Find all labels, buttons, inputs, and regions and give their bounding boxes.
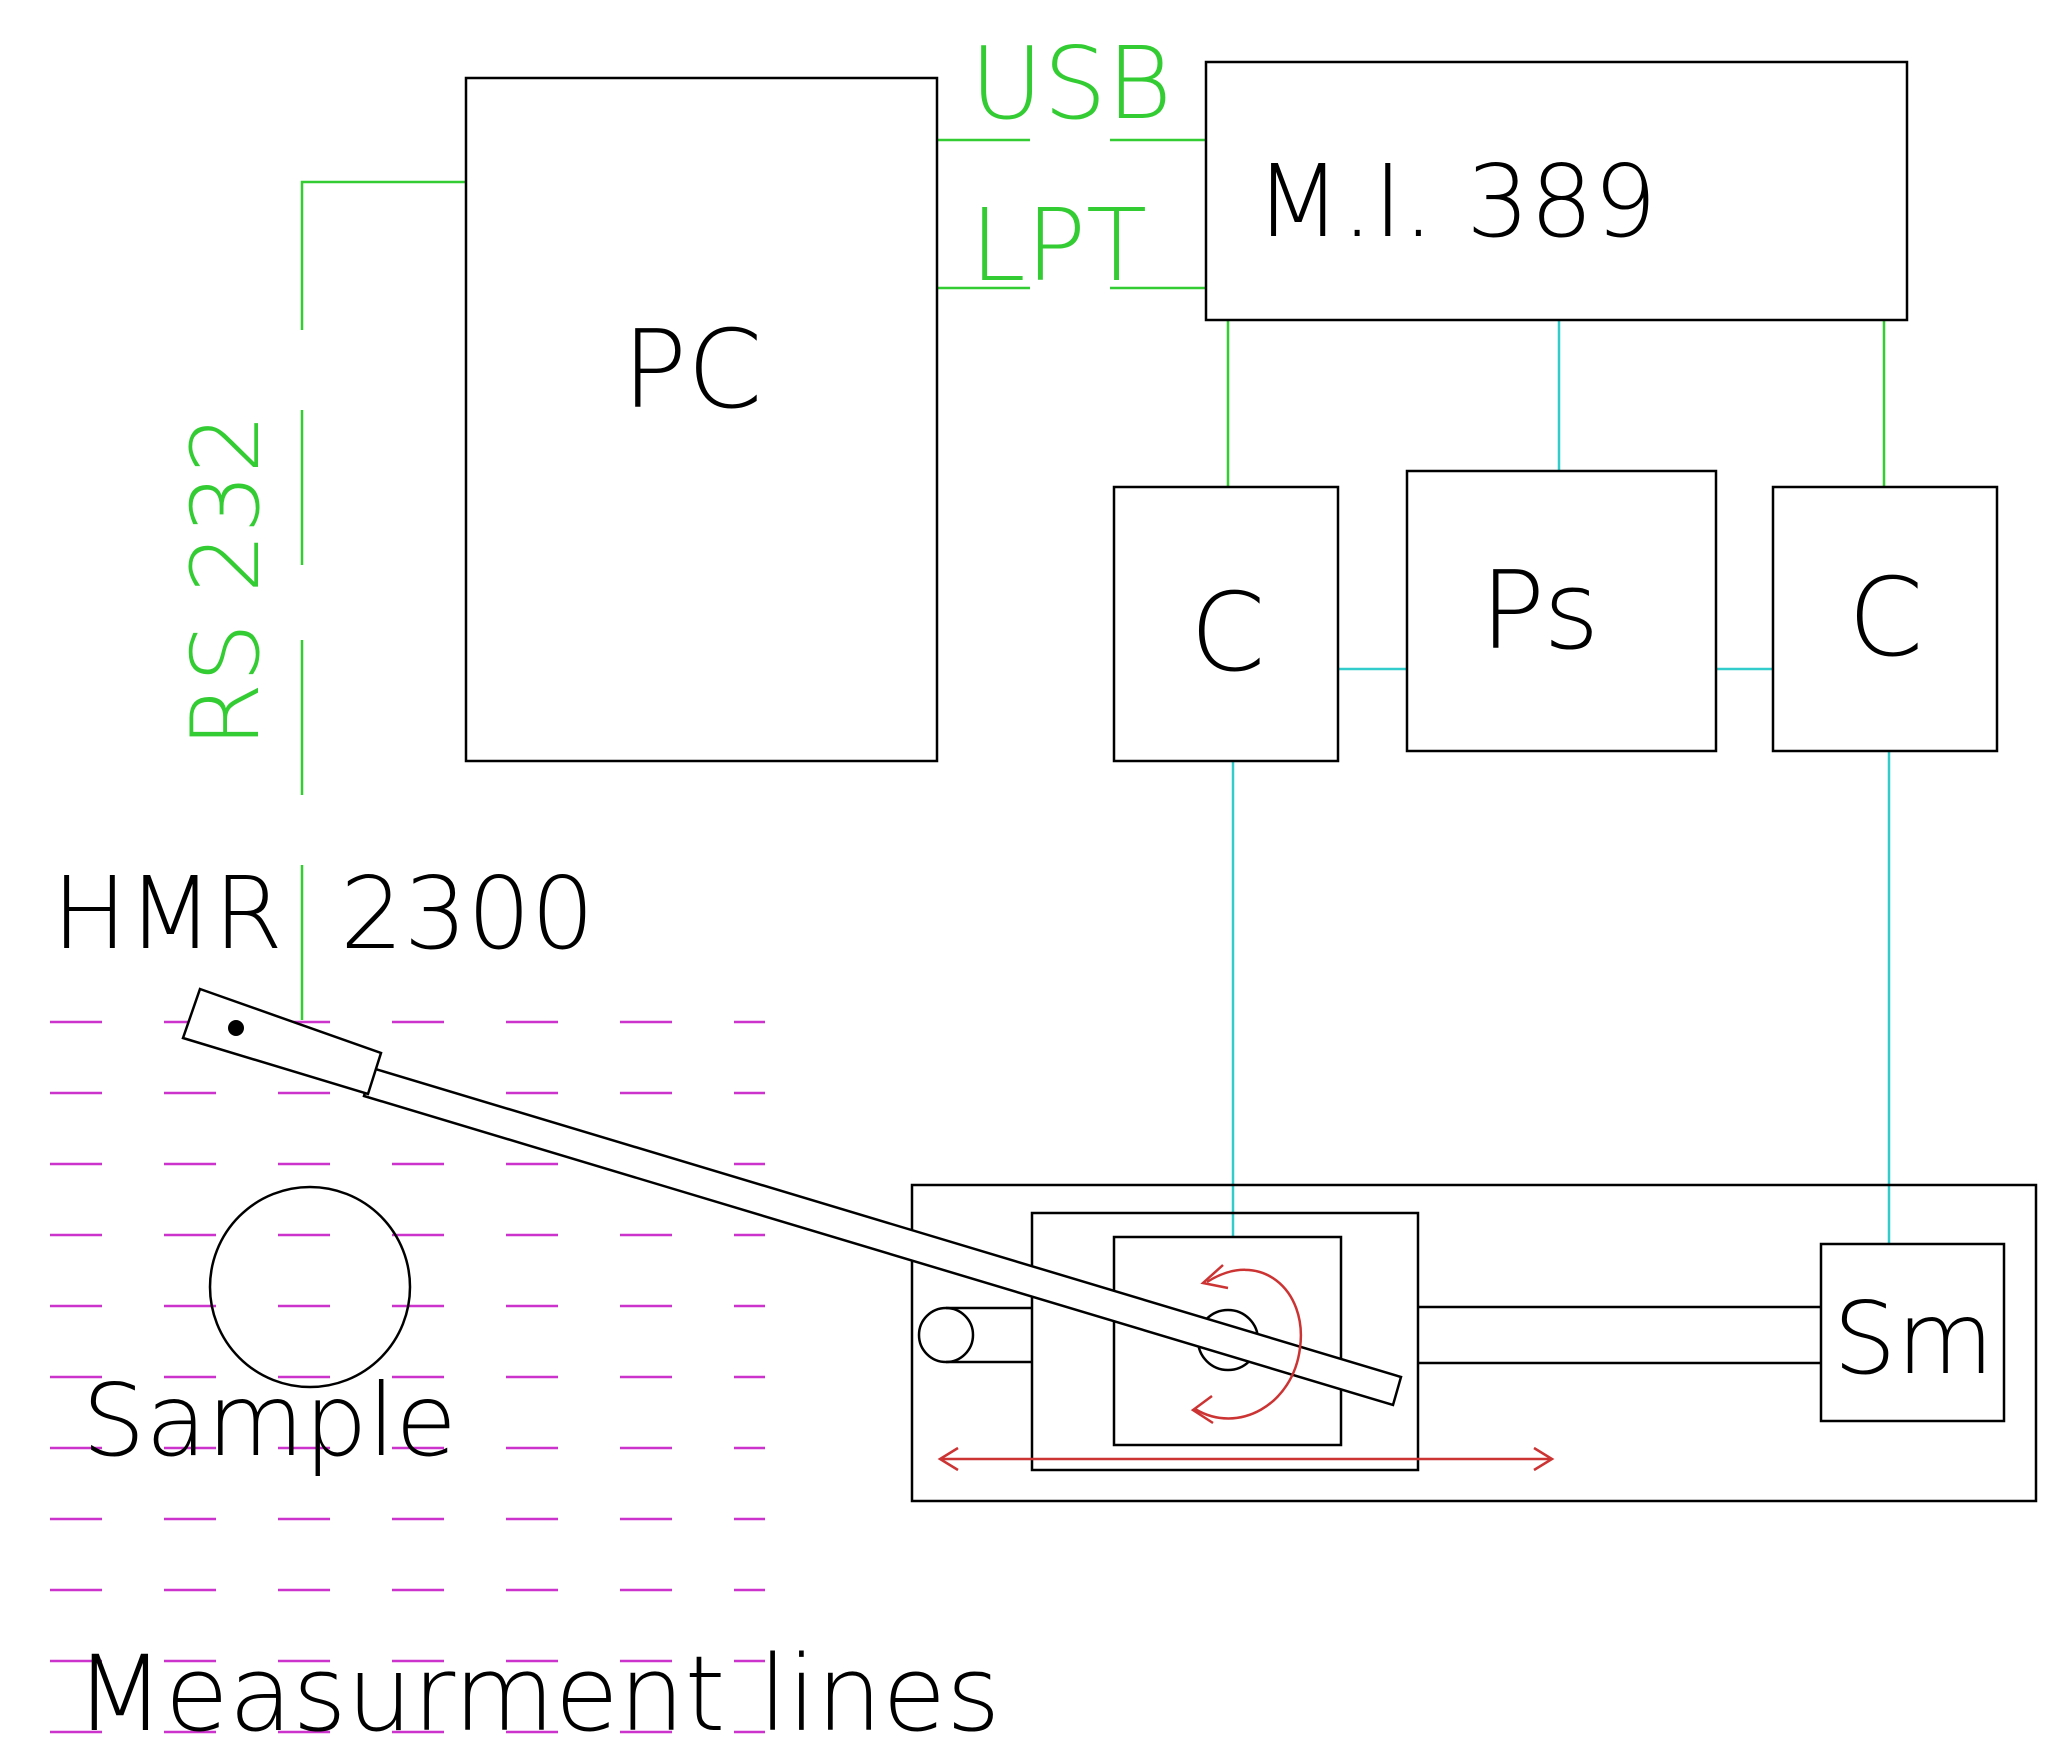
- rotation-arrow-icon: [1194, 1268, 1303, 1420]
- sample-label: Sample: [82, 1362, 457, 1479]
- stepper-motor-box: [1819, 1242, 2006, 1423]
- controller-right-label: C: [1848, 556, 1923, 681]
- power-links: [1231, 320, 1891, 1244]
- bench-frame: [910, 1183, 2038, 1503]
- rotation-arrowhead-bottom: [1190, 1394, 1214, 1425]
- data-links: [300, 138, 1886, 1020]
- translation-arrowhead-right: [1533, 1446, 1555, 1472]
- sensor-arm: [181, 987, 1403, 1407]
- controller-left-box: [1112, 485, 1340, 763]
- hmr-label: HMR: [52, 855, 283, 972]
- stepper-motor-label: Sm: [1833, 1280, 1994, 1397]
- sensor-head: [181, 987, 383, 1096]
- rotary-stage-box: [1112, 1235, 1343, 1447]
- translation-arrowhead-left: [937, 1446, 959, 1472]
- mi-389-label: M.I. 389: [1255, 143, 1657, 260]
- carriage-box: [1030, 1211, 1420, 1472]
- motion-arrows: [937, 1264, 1555, 1472]
- pc-box: [464, 76, 939, 763]
- rs232-label: RS 232: [172, 414, 281, 748]
- mi-389-box: [1204, 60, 1909, 322]
- rs232-cable: [300, 180, 466, 330]
- power-supply-label: Ps: [1480, 549, 1600, 674]
- lpt-label: LPT: [970, 187, 1147, 304]
- pulley-wheel: [917, 1306, 975, 1364]
- usb-label: USB: [970, 25, 1172, 142]
- pc-label: PC: [622, 308, 763, 433]
- rotation-arrowhead-top: [1200, 1264, 1229, 1290]
- sensor-point-icon: [228, 1020, 244, 1036]
- measurement-lines-label: Measurment lines: [75, 1633, 1000, 1755]
- hmr-number-label: 2300: [340, 855, 595, 972]
- controller-left-label: C: [1190, 571, 1265, 696]
- sample-circle: [208, 1185, 412, 1389]
- controller-right-box: [1771, 485, 1999, 753]
- power-supply-box: [1405, 469, 1718, 753]
